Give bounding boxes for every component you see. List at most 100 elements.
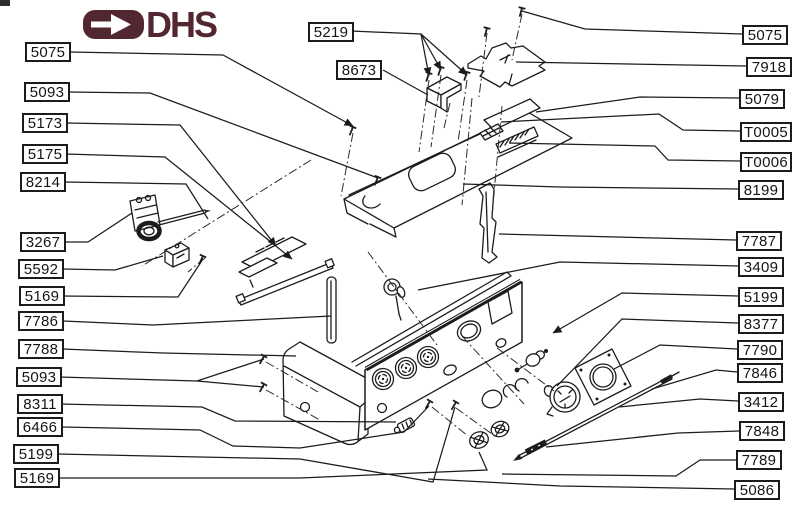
cover-plate xyxy=(467,42,546,88)
center-line xyxy=(265,389,321,421)
leader-line-5093-left xyxy=(67,91,379,179)
center-line xyxy=(478,32,488,98)
leader-line-7918-right xyxy=(515,61,747,67)
leader-line-5219-top-c xyxy=(420,33,468,76)
center-line xyxy=(461,97,473,206)
terminal-block-small xyxy=(479,123,504,141)
lamp-cylinder xyxy=(393,417,416,434)
thermostat-coil xyxy=(136,220,162,242)
side-strip xyxy=(326,276,337,344)
screw xyxy=(348,124,357,136)
side-bracket xyxy=(478,182,498,264)
part-label-8673: 8673 xyxy=(336,60,382,80)
leader-line-5075-right xyxy=(521,10,743,35)
center-line xyxy=(265,361,319,393)
part-label-t0006: T0006 xyxy=(740,152,792,172)
part-label-5079: 5079 xyxy=(739,89,785,109)
scan-artifact xyxy=(0,0,10,6)
center-line xyxy=(418,79,430,153)
fascia-panel xyxy=(364,278,523,431)
screw xyxy=(450,399,460,411)
leader-line-7846-right xyxy=(651,369,738,390)
leader-line-7790-right xyxy=(613,344,738,370)
leader-line-5086-right xyxy=(427,478,735,490)
part-label-5075: 5075 xyxy=(25,42,71,62)
screw xyxy=(424,398,434,410)
center-line xyxy=(457,79,468,143)
leader-line-5592-left xyxy=(61,255,164,271)
leader-line-5169-left2 xyxy=(58,451,488,479)
screw xyxy=(425,71,433,82)
screw xyxy=(258,381,268,393)
part-label-5592: 5592 xyxy=(18,259,64,279)
center-line xyxy=(496,347,555,392)
screw xyxy=(463,70,471,81)
thermocouple-probe xyxy=(513,371,680,461)
leader-line-8311-left xyxy=(58,403,397,423)
centerlines xyxy=(141,13,555,437)
bulb-holder xyxy=(514,349,548,373)
center-line xyxy=(367,251,438,346)
hinge-rail xyxy=(235,258,335,306)
center-line xyxy=(511,13,523,61)
leader-line-t0005-right xyxy=(500,113,741,132)
square-gauge-bezel xyxy=(574,348,632,406)
part-label-5075: 5075 xyxy=(742,25,788,45)
part-label-3267: 3267 xyxy=(20,232,66,252)
blank-disc xyxy=(481,389,503,409)
toggle-switch xyxy=(164,242,190,268)
part-label-5093: 5093 xyxy=(24,82,70,102)
part-label-7846: 7846 xyxy=(737,363,783,383)
leader-line-8199-right xyxy=(462,183,739,190)
part-label-7788: 7788 xyxy=(18,339,64,359)
control-shaft xyxy=(383,278,406,321)
leader-line-7788-left xyxy=(61,348,297,357)
part-label-8214: 8214 xyxy=(20,172,66,192)
part-label-8377: 8377 xyxy=(738,314,784,334)
leader-line-5199-left xyxy=(56,406,456,483)
leader-line-5175-left xyxy=(65,153,293,260)
part-label-8311-b: 8311 xyxy=(17,394,63,414)
part-label-5086: 5086 xyxy=(734,480,780,500)
part-label-5175: 5175 xyxy=(22,144,68,164)
center-line xyxy=(491,105,503,216)
leader-line-8214-left xyxy=(63,181,209,220)
rear-panel xyxy=(282,341,369,446)
center-line xyxy=(443,102,451,129)
part-label-3409: 3409 xyxy=(738,257,784,277)
mounting-plate xyxy=(343,110,573,238)
arrow-right-icon xyxy=(91,14,131,35)
part-label-8199: 8199 xyxy=(738,180,784,200)
leader-line-3267-left xyxy=(63,212,133,243)
leader-lines xyxy=(56,10,747,490)
part-label-7787: 7787 xyxy=(736,231,782,251)
capillary-rod xyxy=(157,209,211,226)
center-line xyxy=(141,159,312,267)
part-label-5173: 5173 xyxy=(22,113,68,133)
thermostat xyxy=(129,194,211,242)
part-label-7790: 7790 xyxy=(737,340,783,360)
logo-text: DHS xyxy=(146,4,217,45)
leader-line-5075-left xyxy=(69,51,354,127)
center-line xyxy=(340,132,354,197)
leader-line-7787-right xyxy=(498,233,737,241)
part-label-3412: 3412 xyxy=(738,392,784,412)
leader-line-3412-right xyxy=(618,398,739,408)
leader-line-5093-left2 xyxy=(58,358,265,382)
knob-bezels xyxy=(371,345,440,391)
screw xyxy=(483,26,491,37)
part-label-7848: 7848 xyxy=(739,421,785,441)
leader-line-5079-right xyxy=(535,96,740,113)
switch-assembly xyxy=(238,236,307,288)
part-label-7918: 7918 xyxy=(746,57,792,77)
leader-line-8377-right xyxy=(556,318,739,387)
round-gauge xyxy=(543,381,581,417)
bracket-8673 xyxy=(426,76,462,113)
part-label-5169-b: 5169 xyxy=(14,468,60,488)
terminal-shelf xyxy=(483,98,541,131)
leader-line-5169-left xyxy=(60,258,204,298)
dhs-logo: DHS xyxy=(83,4,219,45)
leader-line-t0006-right xyxy=(508,142,741,162)
center-line xyxy=(455,407,493,435)
